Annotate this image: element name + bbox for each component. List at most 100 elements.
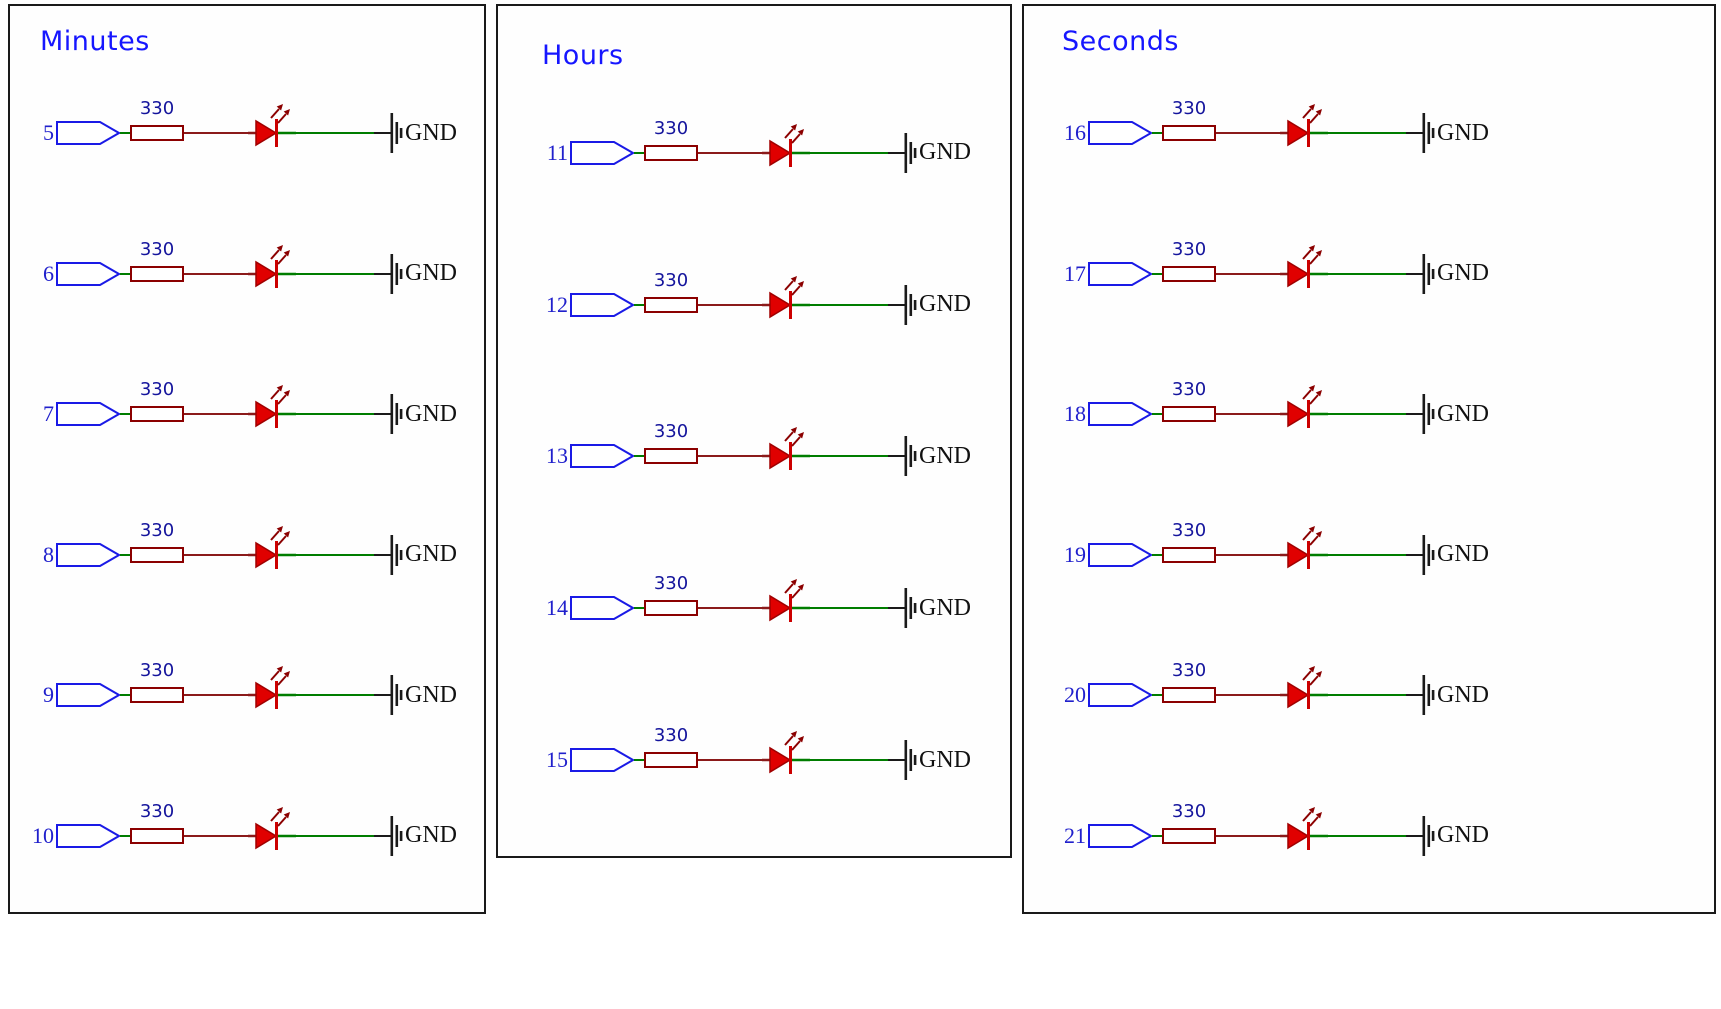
led-icon[interactable] <box>762 726 810 794</box>
led-circuit-row: 17 330 GND <box>1058 233 1714 315</box>
resistor-icon[interactable]: 330 <box>644 118 698 161</box>
resistor-icon[interactable]: 330 <box>130 379 184 423</box>
ground-icon[interactable] <box>386 392 404 436</box>
resistor-icon[interactable]: 330 <box>1162 801 1216 844</box>
pin-connector-icon[interactable] <box>56 823 120 849</box>
wire-segment <box>184 132 248 135</box>
resistor-body[interactable] <box>130 406 184 423</box>
led-icon[interactable] <box>1280 802 1328 870</box>
led-icon[interactable] <box>248 99 296 167</box>
led-icon[interactable] <box>1280 521 1328 589</box>
ground-icon[interactable] <box>386 814 404 858</box>
resistor-value-label: 330 <box>1171 519 1207 541</box>
resistor-icon[interactable]: 330 <box>644 421 698 465</box>
ground-icon[interactable] <box>1418 111 1436 155</box>
pin-connector-icon[interactable] <box>56 261 120 287</box>
ground-icon[interactable] <box>386 111 404 155</box>
pin-connector-icon[interactable] <box>570 292 634 318</box>
resistor-icon[interactable]: 330 <box>644 573 698 617</box>
wire-segment <box>1152 272 1162 275</box>
resistor-body[interactable] <box>644 752 698 769</box>
resistor-icon[interactable]: 330 <box>130 801 184 844</box>
pin-connector-icon[interactable] <box>56 120 120 146</box>
pin-connector-icon[interactable] <box>570 595 634 621</box>
resistor-body[interactable] <box>644 296 698 313</box>
resistor-body[interactable] <box>1162 827 1216 844</box>
resistor-icon[interactable]: 330 <box>1162 660 1216 704</box>
wire-segment <box>1328 834 1406 837</box>
resistor-body[interactable] <box>130 687 184 704</box>
ground-icon[interactable] <box>900 586 918 630</box>
resistor-icon[interactable]: 330 <box>1162 520 1216 563</box>
resistor-body[interactable] <box>1162 406 1216 423</box>
led-icon[interactable] <box>762 119 810 187</box>
led-icon[interactable] <box>1280 661 1328 729</box>
ground-icon[interactable] <box>900 283 918 327</box>
resistor-body[interactable] <box>1162 687 1216 704</box>
pin-number-label: 9 <box>43 682 54 708</box>
pin-connector-icon[interactable] <box>1088 682 1152 708</box>
resistor-icon[interactable]: 330 <box>1162 239 1216 282</box>
resistor-body[interactable] <box>1162 265 1216 282</box>
resistor-icon[interactable]: 330 <box>644 270 698 313</box>
resistor-body[interactable] <box>130 546 184 563</box>
resistor-value-label: 330 <box>139 519 175 541</box>
ground-icon[interactable] <box>900 434 918 478</box>
led-circuit-row: 15 330 GND <box>540 719 1010 801</box>
pin-connector-icon[interactable] <box>56 542 120 568</box>
resistor-icon[interactable]: 330 <box>1162 379 1216 423</box>
pin-connector-icon[interactable] <box>1088 542 1152 568</box>
wire-segment <box>296 413 374 416</box>
wire-segment <box>1328 553 1406 556</box>
pin-connector-icon[interactable] <box>570 443 634 469</box>
resistor-body[interactable] <box>644 600 698 617</box>
pin-connector-icon[interactable] <box>1088 401 1152 427</box>
led-icon[interactable] <box>762 574 810 642</box>
resistor-icon[interactable]: 330 <box>644 725 698 769</box>
ground-icon[interactable] <box>386 252 404 296</box>
led-icon[interactable] <box>248 380 296 448</box>
pin-connector-icon[interactable] <box>570 747 634 773</box>
ground-icon[interactable] <box>900 131 918 175</box>
pin-connector-icon[interactable] <box>1088 120 1152 146</box>
resistor-icon[interactable]: 330 <box>130 660 184 704</box>
pin-connector-icon[interactable] <box>56 401 120 427</box>
ground-icon[interactable] <box>386 533 404 577</box>
resistor-body[interactable] <box>1162 125 1216 142</box>
led-icon[interactable] <box>1280 380 1328 448</box>
led-icon[interactable] <box>248 661 296 729</box>
resistor-body[interactable] <box>130 265 184 282</box>
ground-icon[interactable] <box>1418 252 1436 296</box>
resistor-icon[interactable]: 330 <box>130 520 184 563</box>
wire-segment <box>374 132 386 135</box>
ground-icon[interactable] <box>1418 814 1436 858</box>
led-icon[interactable] <box>248 240 296 308</box>
pin-connector-icon[interactable] <box>1088 823 1152 849</box>
led-icon[interactable] <box>1280 240 1328 308</box>
led-icon[interactable] <box>248 802 296 870</box>
resistor-icon[interactable]: 330 <box>130 98 184 142</box>
wire-segment <box>120 834 130 837</box>
pin-number-label: 21 <box>1064 822 1086 848</box>
ground-icon[interactable] <box>1418 673 1436 717</box>
led-icon[interactable] <box>1280 99 1328 167</box>
led-icon[interactable] <box>762 422 810 490</box>
pin-connector-icon[interactable] <box>570 140 634 166</box>
ground-icon[interactable] <box>1418 533 1436 577</box>
resistor-body[interactable] <box>1162 546 1216 563</box>
resistor-icon[interactable]: 330 <box>1162 98 1216 142</box>
ground-icon[interactable] <box>386 673 404 717</box>
resistor-body[interactable] <box>130 125 184 142</box>
pin-connector-icon[interactable] <box>56 682 120 708</box>
resistor-icon[interactable]: 330 <box>130 239 184 282</box>
led-icon[interactable] <box>248 521 296 589</box>
pin-connector-icon[interactable] <box>1088 261 1152 287</box>
ground-icon[interactable] <box>900 738 918 782</box>
wire-segment <box>1216 553 1280 556</box>
ground-icon[interactable] <box>1418 392 1436 436</box>
led-icon[interactable] <box>762 271 810 339</box>
resistor-body[interactable] <box>130 827 184 844</box>
resistor-body[interactable] <box>644 448 698 465</box>
wire-segment <box>810 151 888 154</box>
resistor-body[interactable] <box>644 144 698 161</box>
